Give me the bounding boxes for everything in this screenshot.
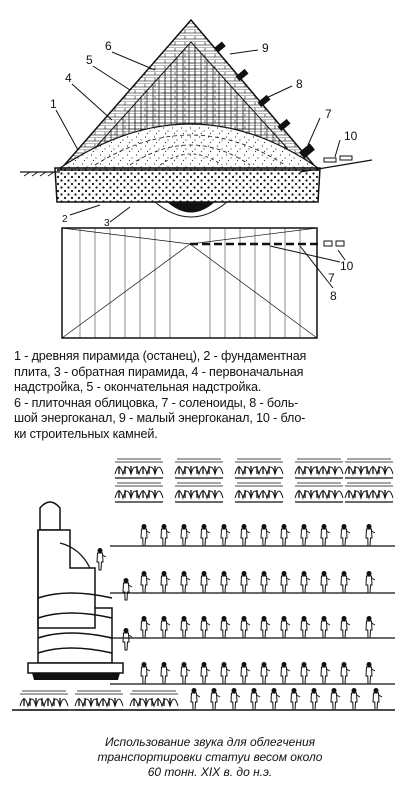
plan-marker-8: 8 [330, 289, 337, 303]
plan-marker-10: 10 [340, 259, 354, 273]
marker-5: 5 [86, 53, 93, 67]
marker-7: 7 [325, 107, 332, 121]
caption-line: шой энергоканал, 9 - малый энергоканал, … [14, 411, 306, 425]
caption-line: 1 - древняя пирамида (останец), 2 - фунд… [14, 349, 307, 363]
marker-8: 8 [296, 77, 303, 91]
marker-10: 10 [344, 129, 358, 143]
marker-2: 2 [62, 214, 68, 225]
statue [27, 501, 133, 680]
stone-blocks [323, 155, 353, 163]
caption-line: Использование звука для облегчения [104, 735, 316, 749]
egyptian-relief-illustration [12, 458, 395, 711]
hauler-rows [110, 523, 395, 685]
bottom-row-figures [12, 687, 395, 711]
marker-4: 4 [65, 71, 72, 85]
marker-6: 6 [105, 39, 112, 53]
foundation-plate [54, 167, 321, 203]
marker-9: 9 [262, 41, 269, 55]
plan-marker-7: 7 [328, 271, 335, 285]
diagram-caption: 1 - древняя пирамида (останец), 2 - фунд… [14, 349, 392, 442]
caption-line: надстройка, 5 - окончательная надстройка… [14, 380, 262, 394]
relief-caption: Использование звука для облегчения транс… [60, 735, 360, 780]
caption-line: ки строительных камней. [14, 426, 158, 441]
pyramid-diagram: 6 5 4 1 9 8 7 10 2 3 [20, 18, 373, 339]
inverse-pyramid [166, 201, 216, 213]
marker-1: 1 [50, 97, 57, 111]
caption-line: плита, 3 - обратная пирамида, 4 - первон… [14, 364, 304, 379]
caption-line: транспортировки статуи весом около [97, 750, 323, 764]
marker-3: 3 [104, 218, 110, 229]
plan-view [61, 227, 346, 339]
caption-line: 60 тонн. XIX в. до н.э. [147, 765, 273, 779]
caption-line: 6 - плиточная облицовка, 7 - соленоиды, … [14, 395, 299, 410]
top-row-figures [114, 458, 394, 503]
